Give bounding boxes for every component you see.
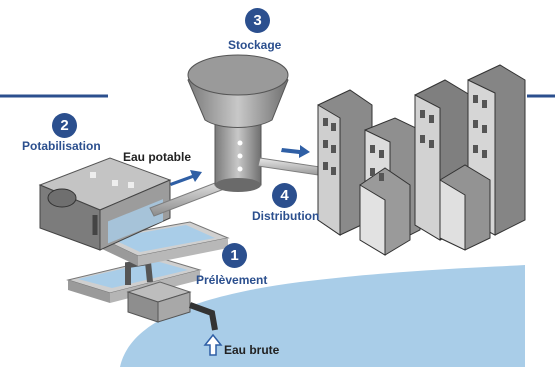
treatment-plant — [38, 157, 172, 251]
city-buildings — [317, 64, 526, 256]
step-2-label: Potabilisation — [22, 139, 101, 153]
step-1-badge: 1 — [222, 243, 247, 268]
water-tower — [187, 54, 289, 192]
building-windows — [323, 95, 487, 181]
step-4-label: Distribution — [252, 209, 320, 223]
flow-label-potable: Eau potable — [123, 150, 192, 164]
pumping-station — [125, 258, 218, 331]
step-3-label: Stockage — [228, 38, 282, 52]
flow-label-raw: Eau brute — [224, 343, 280, 357]
step-3-badge: 3 — [245, 8, 270, 33]
step-4-badge: 4 — [272, 183, 297, 208]
flow-arrow-potable — [170, 170, 202, 186]
flow-arrow-distribution — [281, 145, 310, 158]
step-2-badge: 2 — [52, 113, 77, 138]
river-water — [120, 265, 525, 367]
raw-water-arrow-icon — [203, 333, 223, 356]
step-1-label: Prélèvement — [196, 273, 268, 287]
